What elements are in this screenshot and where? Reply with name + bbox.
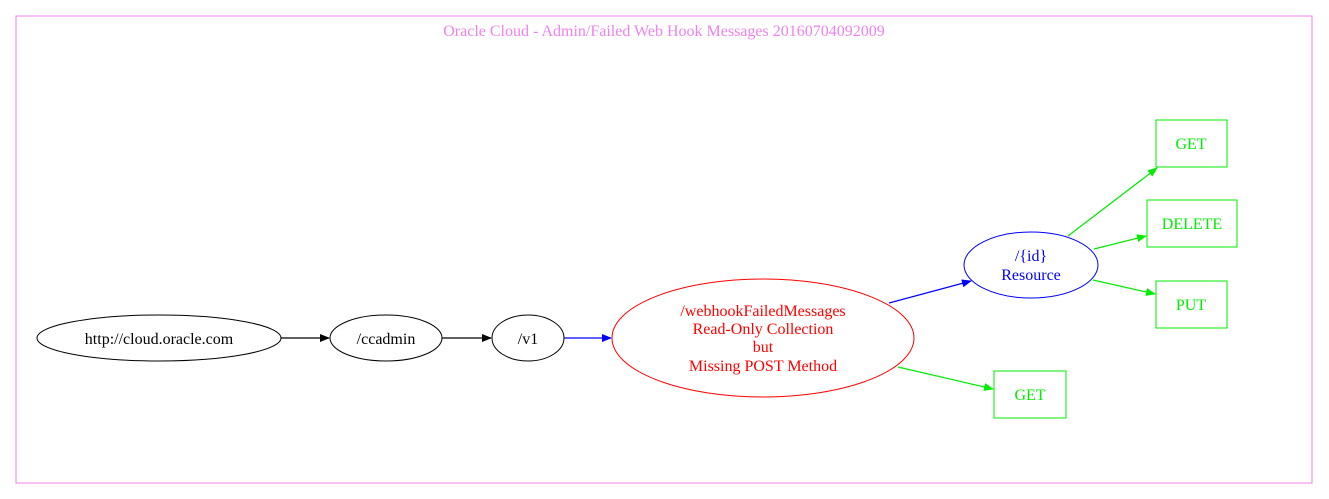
node-collection[interactable]: /webhookFailedMessages Read-Only Collect… — [611, 278, 915, 398]
node-v1[interactable]: /v1 — [491, 314, 565, 362]
node-ccadmin-label: /ccadmin — [357, 331, 416, 348]
cluster-frame — [15, 15, 1313, 484]
node-collection-get-label: GET — [1014, 387, 1045, 404]
node-root[interactable]: http://cloud.oracle.com — [36, 314, 282, 362]
node-collection-label-line-4: Missing POST Method — [689, 358, 837, 375]
node-resource-delete-label: DELETE — [1162, 216, 1222, 233]
node-collection-label-line-1: /webhookFailedMessages — [680, 303, 845, 320]
node-collection-shape — [611, 278, 915, 398]
node-v1-label: /v1 — [518, 331, 538, 348]
node-resource[interactable]: /{id} Resource — [963, 231, 1099, 299]
node-root-label: http://cloud.oracle.com — [85, 331, 234, 348]
node-resource-get-shape — [1155, 119, 1228, 168]
node-collection-get[interactable]: GET — [993, 370, 1067, 419]
node-resource-put[interactable]: PUT — [1155, 280, 1228, 329]
node-resource-delete[interactable]: DELETE — [1146, 199, 1238, 248]
edge-collection-to-collection-get — [897, 366, 994, 391]
edge-resource-to-resource-delete — [1093, 234, 1147, 250]
node-v1-shape — [491, 314, 565, 362]
edge-resource-to-resource-get — [1067, 167, 1158, 237]
node-resource-delete-shape — [1146, 199, 1238, 248]
node-collection-label-line-3: but — [753, 339, 774, 356]
node-resource-put-label: PUT — [1176, 297, 1206, 314]
edge-collection-to-resource — [888, 279, 972, 304]
node-collection-label-line-2: Read-Only Collection — [693, 321, 834, 338]
node-resource-shape — [963, 231, 1099, 299]
edge-layer — [281, 167, 1158, 391]
node-ccadmin[interactable]: /ccadmin — [329, 314, 443, 362]
edge-resource-to-resource-put — [1092, 279, 1156, 296]
node-resource-label-line-1: /{id} — [1015, 248, 1047, 265]
node-resource-put-shape — [1155, 280, 1228, 329]
node-root-shape — [36, 314, 282, 362]
node-resource-get[interactable]: GET — [1155, 119, 1228, 168]
node-resource-label-line-2: Resource — [1001, 267, 1061, 284]
node-ccadmin-shape — [329, 314, 443, 362]
diagram-title: Oracle Cloud - Admin/Failed Web Hook Mes… — [443, 23, 884, 40]
node-resource-get-label: GET — [1175, 136, 1206, 153]
node-collection-get-shape — [993, 370, 1067, 419]
